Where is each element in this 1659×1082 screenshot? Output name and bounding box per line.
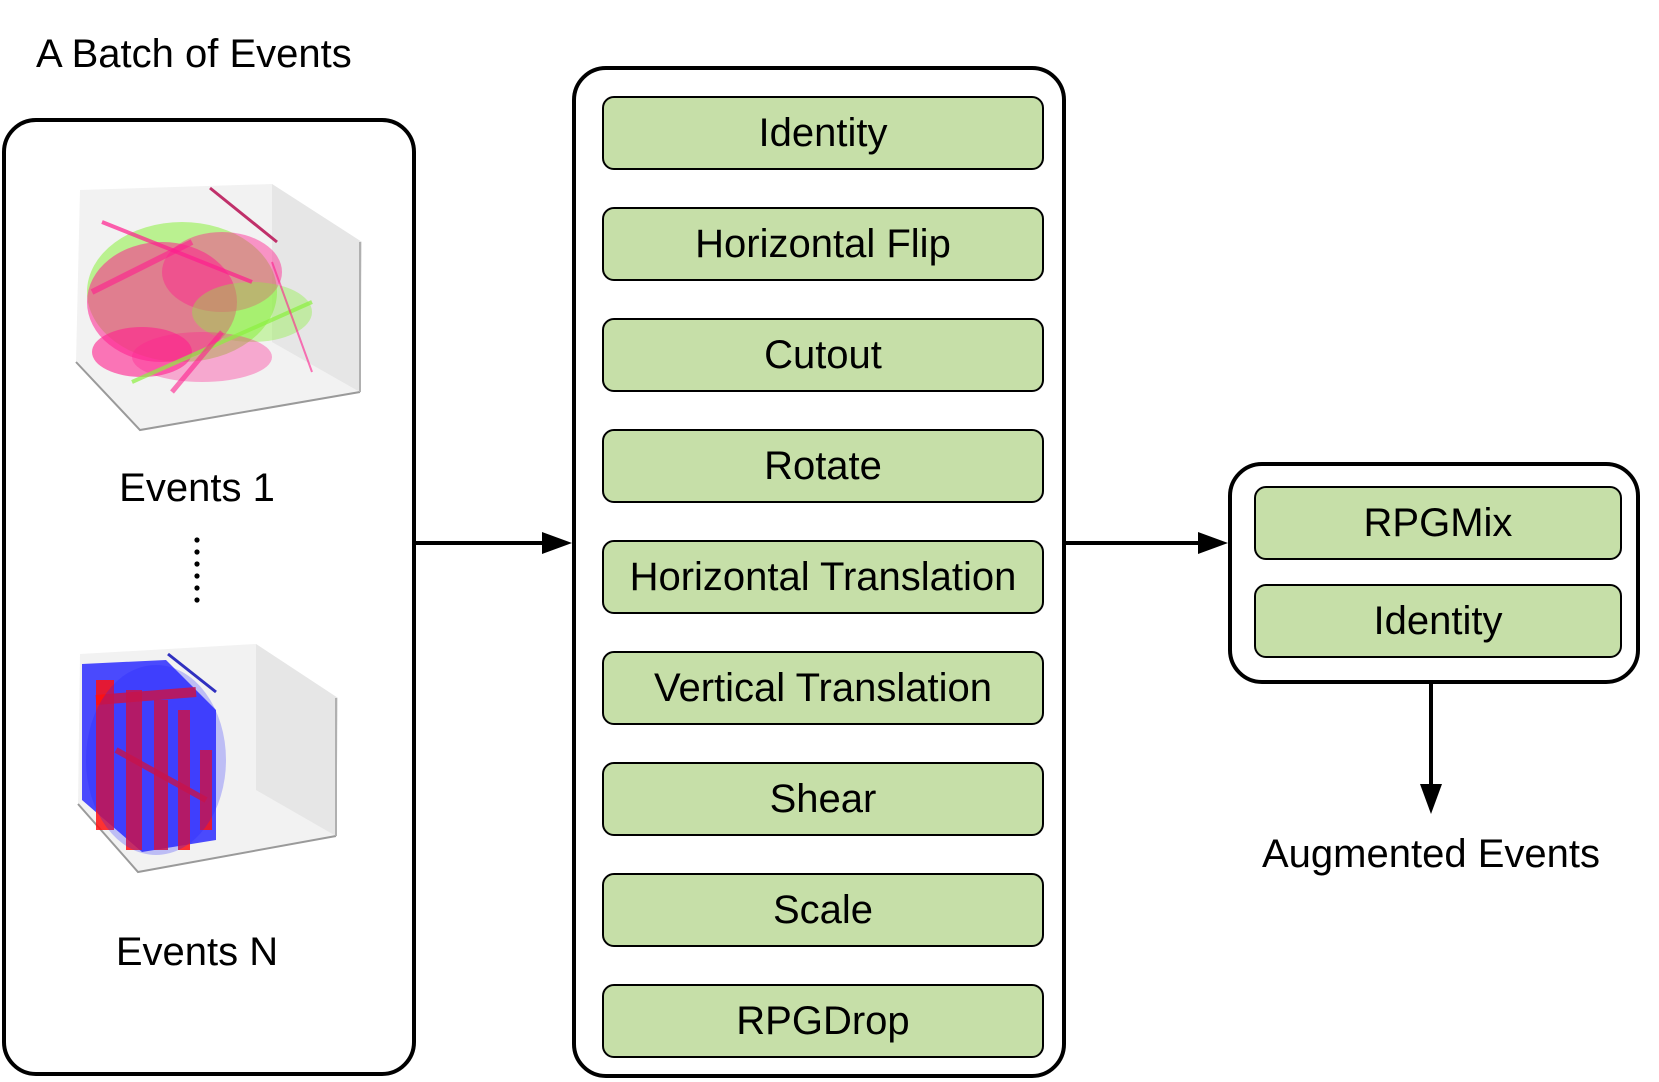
batch-title: A Batch of Events: [36, 32, 352, 76]
batch-panel: Events 1 Events N: [2, 118, 416, 1076]
augmentation-panel: Identity Horizontal Flip Cutout Rotate H…: [572, 66, 1066, 1078]
op-vertical-translation: Vertical Translation: [602, 651, 1044, 725]
event-1-points: [87, 186, 313, 394]
event-1-label: Events 1: [119, 466, 275, 510]
op-cutout: Cutout: [602, 318, 1044, 392]
event-n-points: [82, 652, 226, 855]
ellipsis-icon: [194, 537, 200, 603]
event-n-plot: [77, 644, 338, 874]
op-shear: Shear: [602, 762, 1044, 836]
arrow-ops-to-mix: [1064, 532, 1228, 554]
event-1-plot: [75, 184, 362, 432]
arrow-batch-to-ops: [414, 532, 572, 554]
arrow-mix-to-output: [1420, 682, 1442, 814]
op-horizontal-translation: Horizontal Translation: [602, 540, 1044, 614]
op-rotate: Rotate: [602, 429, 1044, 503]
op-rpgdrop: RPGDrop: [602, 984, 1044, 1058]
output-label: Augmented Events: [1262, 832, 1600, 876]
mix-op-identity: Identity: [1254, 584, 1622, 658]
op-identity: Identity: [602, 96, 1044, 170]
op-scale: Scale: [602, 873, 1044, 947]
mix-panel: RPGMix Identity: [1228, 462, 1640, 684]
mix-op-rpgmix: RPGMix: [1254, 486, 1622, 560]
event-n-label: Events N: [115, 930, 279, 974]
op-horizontal-flip: Horizontal Flip: [602, 207, 1044, 281]
